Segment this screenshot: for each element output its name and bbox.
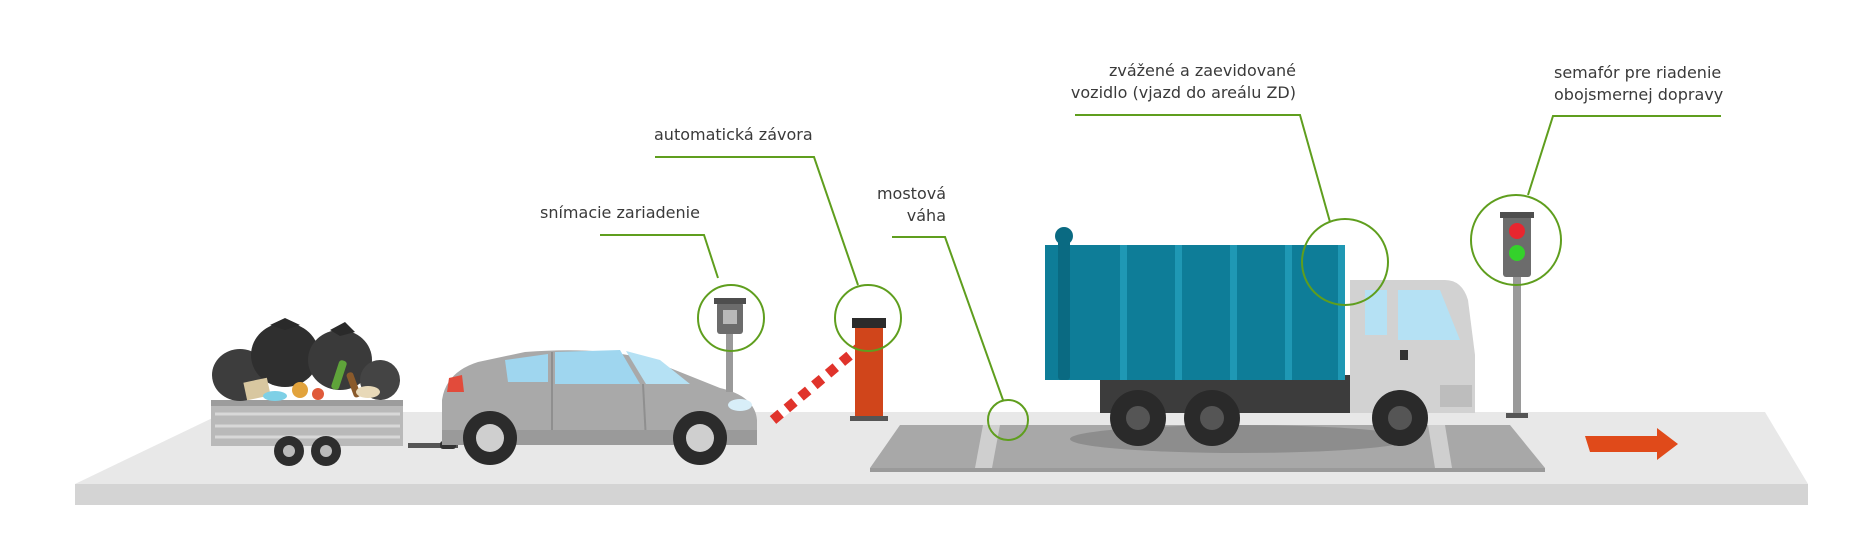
bridge-scale-icon [870,425,1545,472]
vehicle-label: zvážené a zaevidované vozidlo (vjazd do … [1040,60,1296,104]
garbage-truck-icon [1045,227,1475,446]
scanner-label: snímacie zariadenie [540,203,700,222]
callout-scale-circle [987,399,1029,441]
callouts [600,114,1721,441]
garbage-bags-icon [212,318,400,401]
callout-vehicle-circle [1301,218,1389,306]
car-icon [442,350,757,465]
vehicle-label-line1: zvážené a zaevidované [1108,61,1296,80]
callout-barrier-line [655,156,859,286]
callout-scanner-line [600,234,719,279]
callout-barrier-circle [834,284,902,352]
barrier-icon [769,318,888,424]
callout-semaphore-circle [1470,194,1562,286]
callout-scale-line [892,236,1004,401]
barrier-label: automatická závora [654,125,813,144]
semaphore-label: semafór pre riadenie obojsmernej dopravy [1554,62,1723,106]
callout-scanner-circle [697,284,765,352]
scanner-icon [714,298,746,392]
semaphore-label-line2: obojsmernej dopravy [1554,85,1724,104]
callout-semaphore-line [1527,115,1721,196]
scale-label: mostová váha [832,183,946,227]
direction-arrow-icon [1585,428,1678,460]
callout-vehicle-line [1075,114,1331,223]
semaphore-label-line1: semafór pre riadenie [1554,63,1722,82]
scale-label-line2: váha [906,206,946,225]
traffic-light-icon [1500,212,1534,418]
vehicle-label-line2: vozidlo (vjazd do areálu ZD) [1070,83,1296,102]
scale-label-line1: mostová [876,184,946,203]
